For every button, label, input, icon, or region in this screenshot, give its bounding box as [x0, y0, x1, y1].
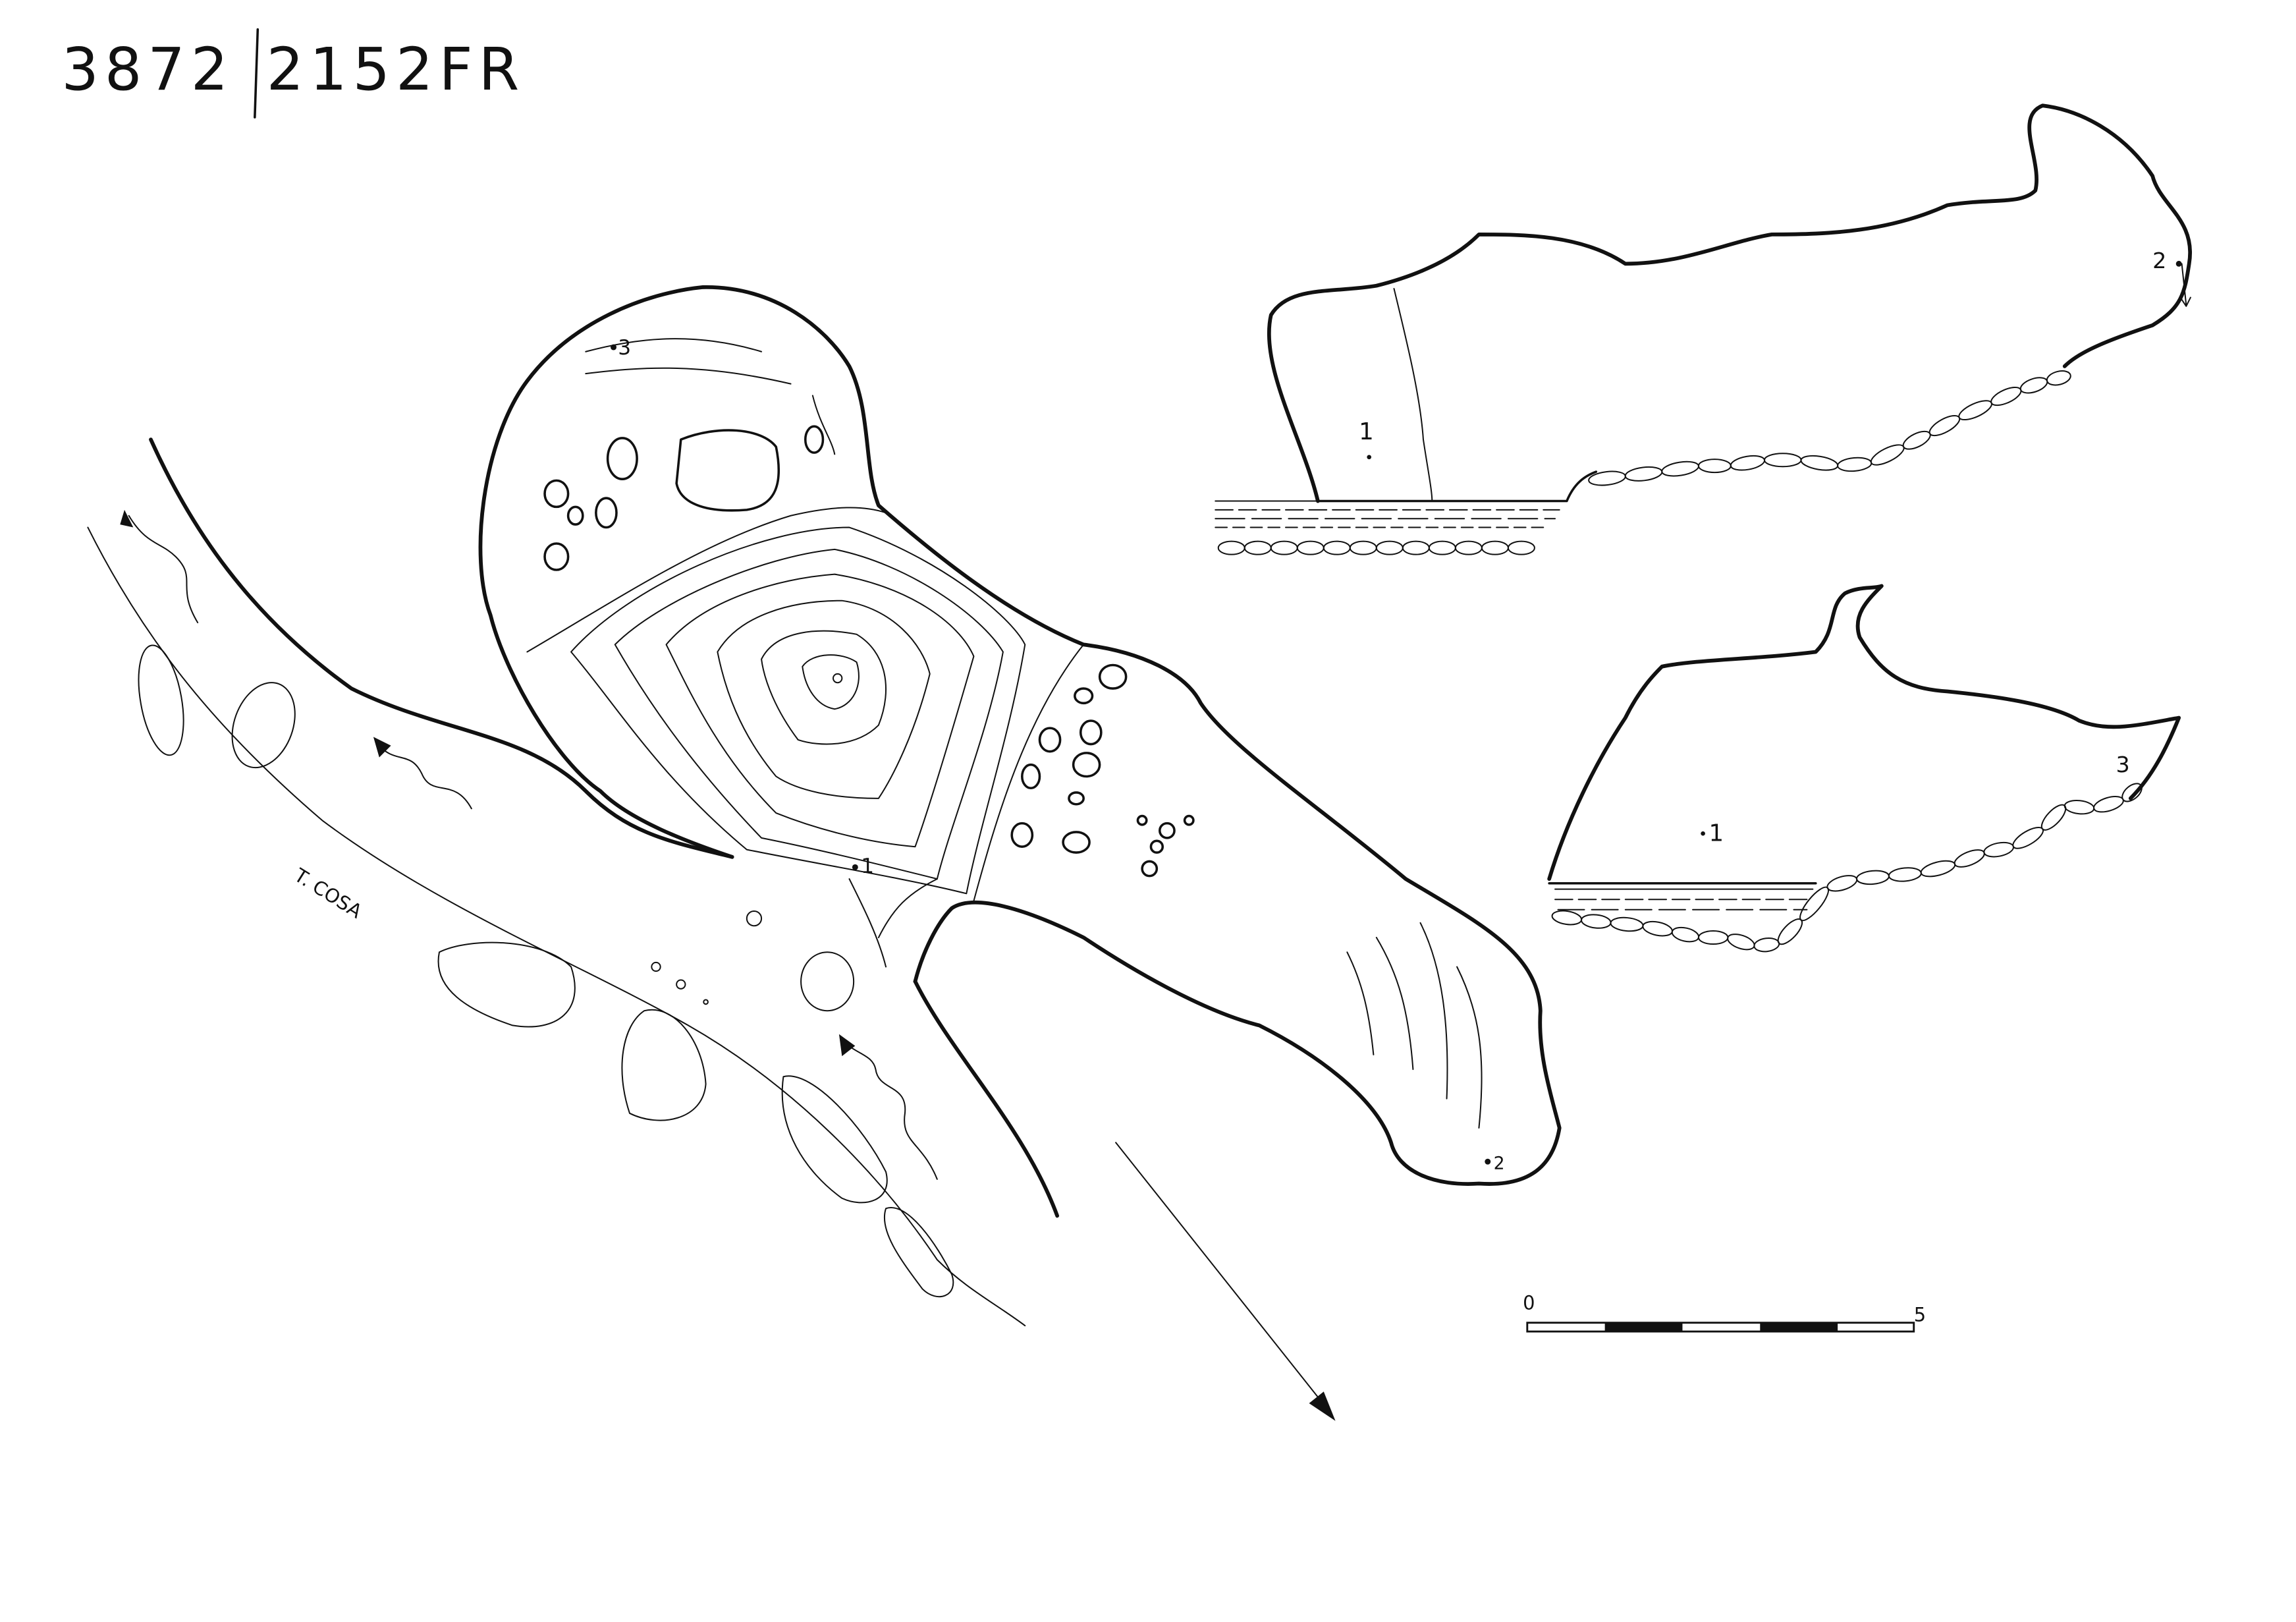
pebble — [1661, 461, 1699, 477]
section-lower-point-1 — [1701, 831, 1705, 836]
scale-bar: 0 5 — [1523, 1292, 1926, 1333]
section-upper-point-2 — [2175, 260, 2182, 267]
pebble — [2019, 377, 2048, 394]
pebble — [1856, 870, 1890, 885]
pebble — [1763, 453, 1802, 468]
station-2-label: 2 — [1494, 1153, 1505, 1173]
catalog-code-divider — [254, 28, 260, 119]
pebble — [1958, 400, 1992, 421]
section-upper-outline — [1267, 103, 2192, 503]
section-upper-pebbles — [1217, 370, 2071, 555]
pebble — [1837, 457, 1872, 472]
pebble — [1428, 540, 1456, 555]
section-upper-divider — [1393, 288, 1433, 502]
pebble — [1826, 875, 1858, 892]
river-channel-line — [87, 526, 1026, 1327]
flow-arrow-2 — [377, 743, 472, 810]
pebble — [1349, 540, 1377, 555]
section-lower-label-1: 1 — [1708, 820, 1724, 847]
pebble — [1800, 455, 1839, 471]
section-lower-pebbles — [1551, 783, 2143, 953]
pebble — [1270, 540, 1298, 555]
section-upper-floor — [1317, 470, 1598, 503]
catalog-code: 3872 2152FR — [61, 28, 526, 119]
pebble — [1954, 849, 1985, 868]
pebble — [1642, 920, 1673, 937]
pebble — [2093, 796, 2124, 813]
section-lower-water — [1554, 888, 1814, 910]
scale-bar-end-label: 5 — [1914, 1304, 1926, 1326]
pebble — [1727, 934, 1755, 951]
pebble — [1244, 540, 1272, 555]
flow-arrow-head-3 — [838, 1034, 856, 1057]
pebble — [1990, 387, 2022, 406]
pebble — [2064, 799, 2095, 815]
pebble — [2046, 370, 2071, 386]
section-upper-label-1: 1 — [1359, 418, 1374, 445]
section-lower-outline — [1547, 584, 2181, 881]
pebble — [1581, 914, 1612, 929]
pebble — [1402, 540, 1430, 555]
scale-bar-segment-4 — [1760, 1322, 1838, 1332]
flow-arrow-1 — [128, 515, 199, 624]
pebble — [1454, 540, 1483, 555]
catalog-code-right: 2152FR — [267, 35, 526, 103]
river-boulders — [138, 644, 954, 1298]
station-1-label: 1 — [861, 854, 874, 878]
section-upper: 1 2 — [1215, 103, 2192, 555]
pebble — [1902, 430, 1931, 450]
pebble — [1507, 540, 1535, 555]
station-3-label: 3 — [618, 336, 631, 360]
direction-arrow-line — [1115, 1142, 1326, 1407]
section-lower-label-3: 3 — [2116, 752, 2130, 777]
river-label: T. COSA — [290, 864, 366, 923]
flow-arrow-head-2 — [373, 737, 391, 758]
pebble — [1481, 540, 1509, 555]
section-upper-point-1 — [1367, 455, 1372, 460]
pebble — [2012, 826, 2044, 849]
pebble — [1296, 540, 1325, 555]
chamber-blocks — [543, 425, 1195, 878]
pebble — [1753, 937, 1780, 953]
station-1-marker — [852, 864, 858, 870]
flow-arrow-3 — [841, 1039, 938, 1180]
direction-arrow-head — [1309, 1391, 1336, 1421]
scale-bar-frame — [1526, 1322, 1915, 1333]
station-3-marker — [611, 344, 616, 350]
scale-bar-segment-2 — [1604, 1322, 1683, 1332]
pebble — [1928, 414, 1961, 437]
catalog-code-left: 3872 — [61, 35, 234, 103]
section-lower: 1 3 — [1547, 584, 2181, 953]
station-2-marker — [1485, 1158, 1491, 1165]
pebble — [1697, 459, 1732, 474]
section-upper-label-2: 2 — [2152, 248, 2166, 273]
river-bank-upper — [149, 437, 734, 859]
pebble — [1610, 916, 1644, 932]
pebble — [1697, 930, 1729, 945]
pebble — [1624, 466, 1663, 482]
pebble — [1920, 860, 1956, 878]
scale-bar-start-label: 0 — [1523, 1292, 1535, 1314]
cave-plan: T. COSA — [87, 285, 1562, 1421]
pebble — [1983, 841, 2015, 858]
section-upper-water — [1215, 500, 1565, 528]
pebble — [1870, 444, 1905, 466]
river-bank-lower — [913, 979, 1060, 1218]
pebble — [1551, 910, 1583, 926]
pebble — [1217, 540, 1245, 555]
pebble — [2121, 783, 2143, 802]
section-upper-arrow — [2179, 263, 2191, 307]
pebble — [1730, 455, 1766, 471]
pebble — [1375, 540, 1404, 555]
flow-arrow-head-1 — [120, 509, 134, 528]
cave-outline — [478, 285, 1562, 1186]
pebble — [1671, 926, 1700, 943]
contour-lines — [526, 338, 1483, 1129]
pebble — [1323, 540, 1351, 555]
pebble — [1888, 867, 1922, 882]
